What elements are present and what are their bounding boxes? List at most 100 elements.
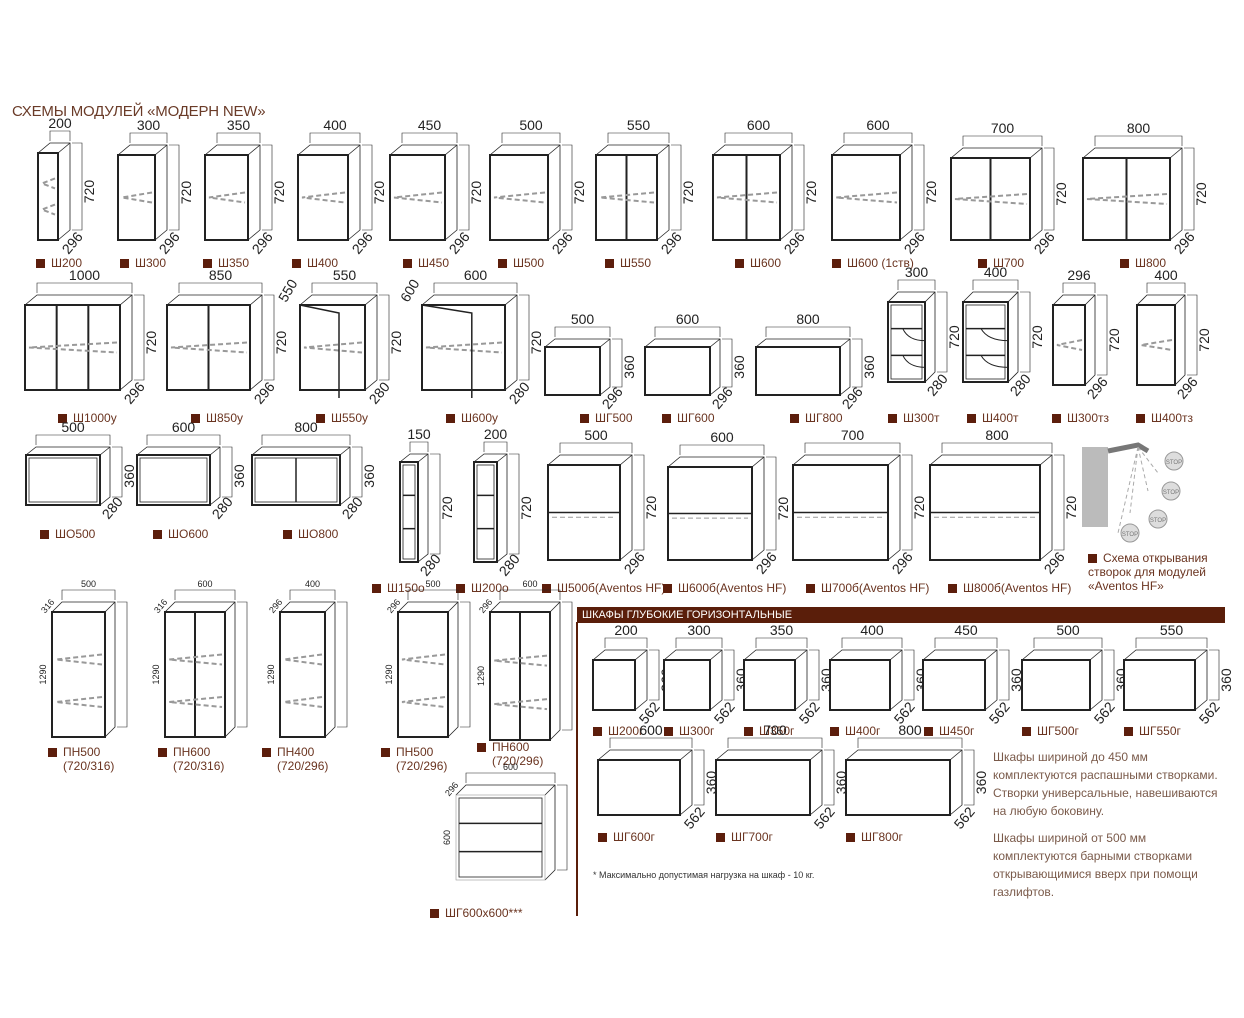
height-dimension: 720 <box>923 181 939 205</box>
module-label: Ш300т <box>888 411 940 425</box>
marker-icon <box>580 414 589 423</box>
module-label: Ш300тз <box>1052 411 1109 425</box>
module-label: Ш350 <box>203 256 249 270</box>
marker-icon <box>203 259 212 268</box>
width-dimension: 500 <box>1056 622 1080 638</box>
height-dimension: 360 <box>121 464 137 488</box>
width-dimension: 500 <box>425 579 440 589</box>
stop-sign-label: STOP <box>1150 518 1166 524</box>
module-label: Ш800 <box>1120 256 1166 270</box>
marker-icon <box>716 833 725 842</box>
width-dimension: 400 <box>860 622 884 638</box>
footnote: * Максимально допустимая нагрузка на шка… <box>593 870 815 880</box>
marker-icon <box>542 584 551 593</box>
height-dimension: 720 <box>1193 182 1209 206</box>
height-dimension: 360 <box>731 355 747 379</box>
width-dimension: 296 <box>1067 267 1091 283</box>
width-dimension: 500 <box>519 117 543 133</box>
marker-icon <box>598 833 607 842</box>
height-dimension: 720 <box>81 180 97 204</box>
width-dimension: 400 <box>984 264 1008 280</box>
height-dimension: 720 <box>946 325 962 349</box>
marker-icon <box>846 833 855 842</box>
stop-sign-label: STOP <box>1163 490 1179 496</box>
width-dimension: 800 <box>796 311 820 327</box>
height-dimension: 1290 <box>266 664 276 684</box>
height-dimension: 720 <box>143 331 159 355</box>
width-dimension: 800 <box>898 722 922 738</box>
width-dimension: 500 <box>61 419 85 435</box>
width-dimension: 550 <box>333 267 357 283</box>
module-label: ПН500(720/316) <box>48 745 114 773</box>
height-dimension: 720 <box>528 331 544 355</box>
module-label: ШГ500г <box>1022 724 1079 738</box>
module-label: ШГ800г <box>846 830 903 844</box>
note-lift-doors: Шкафы шириной от 500 мм комплектуются ба… <box>993 831 1198 899</box>
marker-icon <box>456 584 465 593</box>
width-dimension: 800 <box>1127 120 1151 136</box>
width-dimension: 700 <box>841 427 865 443</box>
width-dimension: 500 <box>571 311 595 327</box>
width-dimension: 300 <box>687 622 711 638</box>
height-dimension: 720 <box>1053 182 1069 206</box>
module-label: Ш400тз <box>1136 411 1193 425</box>
marker-icon <box>1124 727 1133 736</box>
module-label: ПН500(720/296) <box>381 745 447 773</box>
marker-icon <box>158 748 167 757</box>
module-label: Ш200г <box>593 724 643 738</box>
module-label: ШГ700г <box>716 830 773 844</box>
marker-icon <box>1022 727 1031 736</box>
module-label: Ш700б(Aventos HF) <box>806 581 929 595</box>
page-title: СХЕМЫ МОДУЛЕЙ «МОДЕРН NEW» <box>12 103 266 120</box>
width-dimension: 600 <box>503 762 518 772</box>
marker-icon <box>662 414 671 423</box>
module-label: Ш600б(Aventos HF) <box>663 581 786 595</box>
width-dimension: 150 <box>407 426 431 442</box>
height-dimension: 720 <box>911 496 927 520</box>
marker-icon <box>403 259 412 268</box>
module-label: Ш500б(Aventos HF) <box>542 581 665 595</box>
stop-sign-label: STOP <box>1166 460 1182 466</box>
marker-icon <box>924 727 933 736</box>
height-dimension: 720 <box>468 181 484 205</box>
module-label: Ш600 <box>735 256 781 270</box>
module-label: ПН600(720/296) <box>477 740 543 768</box>
marker-icon <box>498 259 507 268</box>
module-label: Ш800б(Aventos HF) <box>948 581 1071 595</box>
module-label: Ш600 (1ств) <box>832 256 914 270</box>
height-dimension: 720 <box>518 496 534 520</box>
marker-icon <box>58 414 67 423</box>
width-dimension: 550 <box>627 117 651 133</box>
height-dimension: 720 <box>273 331 289 355</box>
stop-sign-label: STOP <box>1122 532 1138 538</box>
width-dimension: 500 <box>81 579 96 589</box>
height-dimension: 360 <box>361 464 377 488</box>
width-dimension: 700 <box>763 722 787 738</box>
marker-icon <box>1052 414 1061 423</box>
module-label: Ш400т <box>967 411 1019 425</box>
module-label: ПН600(720/316) <box>158 745 224 773</box>
module-label: Ш700 <box>978 256 1024 270</box>
marker-icon <box>40 530 49 539</box>
module-label: Ш1000у <box>58 411 117 425</box>
marker-icon <box>888 414 897 423</box>
width-dimension: 450 <box>418 117 442 133</box>
height-dimension: 720 <box>1063 496 1079 520</box>
